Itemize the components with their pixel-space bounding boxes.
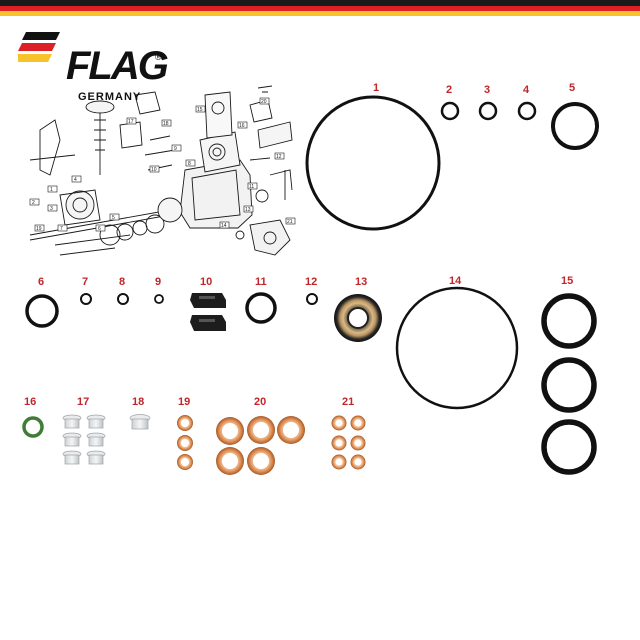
copper-washers-21 (331, 415, 366, 470)
part-number-19: 19 (178, 396, 190, 408)
diagram-label: 8 (188, 161, 191, 167)
o-ring-15a (541, 293, 597, 349)
part-number-5: 5 (569, 82, 575, 94)
german-flag-stripe (0, 0, 640, 17)
nylon-bushing-18 (129, 414, 151, 430)
diagram-label-group: 1 2 3 4 5 6 7 8 9 10 11 12 13 14 15 16 1… (32, 99, 293, 232)
part-number-21: 21 (342, 396, 354, 408)
diagram-label: 16 (239, 123, 245, 129)
o-ring-3 (478, 101, 498, 121)
flag-stripe-red (0, 6, 640, 11)
injection-pump-exploded-diagram: 1 2 3 4 5 6 7 8 9 10 11 12 13 14 15 16 1… (29, 85, 296, 256)
o-ring-12 (306, 293, 318, 305)
copper-washers-20 (216, 416, 305, 475)
part-number-17: 17 (77, 396, 89, 408)
part-number-2: 2 (446, 84, 452, 96)
diagram-label: 12 (276, 154, 282, 160)
diagram-label: 19 (36, 226, 42, 232)
part-number-12: 12 (305, 276, 317, 288)
part-number-20: 20 (254, 396, 266, 408)
flag-stripe-gold (0, 11, 640, 16)
o-ring-6 (25, 294, 59, 328)
part-number-14: 14 (449, 275, 462, 287)
part-number-3: 3 (484, 84, 490, 96)
diagram-label: 13 (245, 207, 251, 213)
o-ring-9 (154, 294, 164, 304)
shaft-seal-13 (334, 294, 382, 342)
part-number-11: 11 (255, 276, 267, 288)
diagram-label: 9 (174, 146, 177, 152)
diagram-label: 20 (261, 99, 267, 105)
brand-name: FLAG (66, 44, 169, 88)
nylon-bushings-17 (62, 414, 106, 465)
part-number-labels: 1 2 3 4 5 6 7 8 9 10 11 12 13 14 15 16 1… (24, 82, 575, 408)
logo-stripes-icon (18, 32, 60, 62)
diagram-label: 17 (128, 119, 134, 125)
o-ring-5 (551, 102, 599, 150)
o-ring-1 (305, 95, 441, 231)
o-ring-8 (117, 293, 129, 305)
o-ring-7 (80, 293, 92, 305)
part-number-6: 6 (38, 276, 44, 288)
diagram-label: 15 (197, 107, 203, 113)
brand-country: GERMANY (78, 91, 142, 103)
part-number-10: 10 (200, 276, 212, 288)
diagram-label: 2 (32, 200, 35, 206)
o-ring-14 (395, 286, 519, 410)
part-number-9: 9 (155, 276, 161, 288)
diagram-label: 7 (60, 226, 63, 232)
o-ring-4 (517, 101, 537, 121)
flag-stripe-black (0, 0, 640, 6)
part-number-1: 1 (373, 82, 379, 94)
rubber-pads-10 (190, 293, 226, 331)
diagram-label: 10 (151, 167, 157, 173)
part-number-8: 8 (119, 276, 125, 288)
diagram-label: 6 (98, 226, 101, 232)
part-number-13: 13 (355, 276, 367, 288)
part-number-7: 7 (82, 276, 88, 288)
diagram-label: 11 (249, 184, 254, 190)
part-number-16: 16 (24, 396, 36, 408)
registered-mark: ® (155, 52, 162, 62)
o-ring-2 (440, 101, 460, 121)
part-number-18: 18 (132, 396, 144, 408)
green-o-ring-16 (22, 416, 44, 438)
o-ring-15b (541, 357, 597, 413)
flag-germany-logo: FLAG ® GERMANY (18, 26, 178, 103)
o-ring-11 (245, 292, 277, 324)
diagram-label: 14 (221, 223, 227, 229)
diagram-label: 1 (50, 187, 53, 193)
diagram-label: 3 (50, 206, 53, 212)
part-number-4: 4 (523, 84, 530, 96)
o-ring-15c (541, 419, 597, 475)
diagram-label: 5 (112, 215, 115, 221)
diagram-label: 21 (287, 219, 293, 225)
diagram-label: 18 (163, 121, 169, 127)
copper-washers-19 (177, 415, 193, 470)
part-number-15: 15 (561, 275, 573, 287)
diagram-label: 4 (74, 177, 77, 183)
